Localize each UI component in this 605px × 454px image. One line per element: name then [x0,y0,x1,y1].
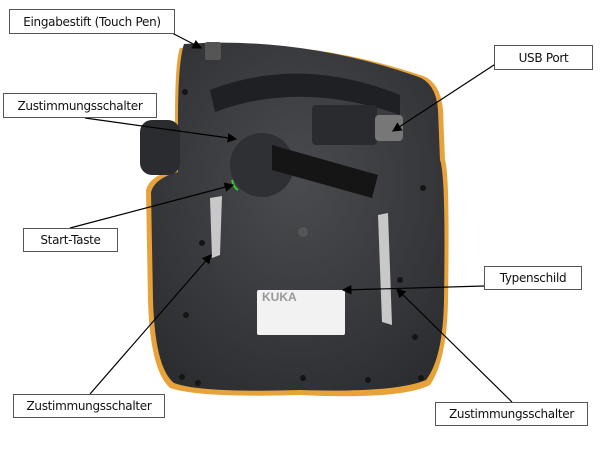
label-enabling-switch-right: Zustimmungsschalter [435,402,588,426]
label-enabling-switch-left: Zustimmungsschalter [13,394,165,418]
start-key [231,179,239,191]
label-usb-port: USB Port [494,45,593,70]
arrow-type-plate [341,284,485,295]
label-type-plate: Typenschild [484,266,582,290]
kuka-logo: KUKA [262,290,297,304]
usb-port-cover [375,115,403,141]
touch-pen-holder [205,42,221,60]
label-touch-pen: Eingabestift (Touch Pen) [9,9,175,34]
label-start-key: Start-Taste [23,228,118,252]
type-plate: KUKA [257,290,345,335]
teach-pendant-body: KUKA [140,42,449,397]
arrow-start-key [69,182,235,229]
arrow-enabling-switch-top [84,117,238,143]
arrow-usb-port [391,62,498,132]
label-enabling-switch-top: Zustimmungsschalter [3,93,157,118]
arrow-touch-pen [171,32,203,49]
enabling-switch-left [210,196,222,258]
callout-arrows [69,32,513,403]
enabling-switch-right [378,213,392,325]
arrow-enabling-switch-left [89,254,212,395]
hand-strap [272,145,378,198]
arrow-enabling-switch-right [396,288,513,403]
